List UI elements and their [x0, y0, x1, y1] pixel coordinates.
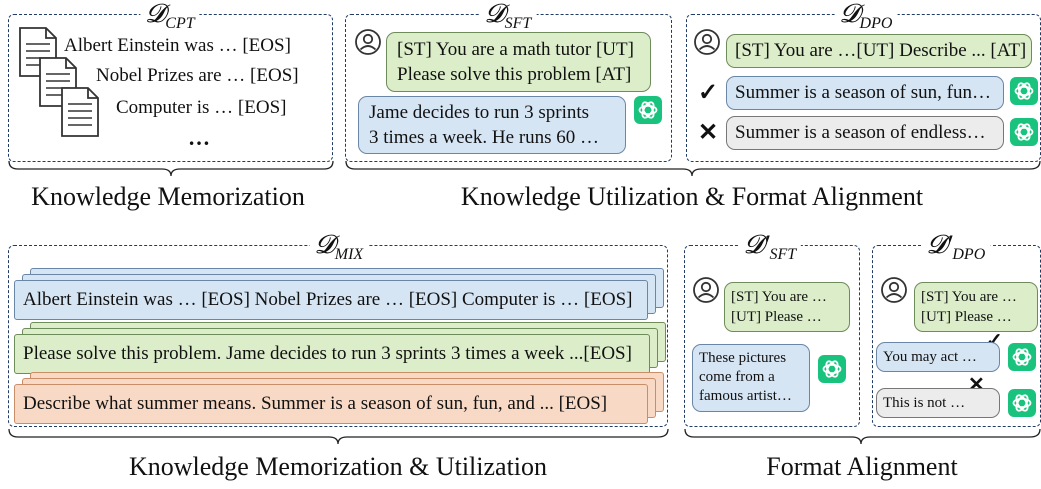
chatgpt-icon [1008, 343, 1036, 371]
sft-assistant-bubble: Jame decides to run 3 sprints 3 times a … [358, 96, 626, 154]
check-icon: ✓ [698, 80, 719, 106]
cpt-doc-1: Albert Einstein was … [EOS] [64, 35, 291, 56]
dpo-chosen-bubble: Summer is a season of sun, fun… [726, 76, 1004, 110]
document-icon [60, 86, 100, 138]
brace-mem-util [8, 428, 669, 445]
dpo-prime-user-bubble: [ST] You are … [UT] Please … [914, 282, 1038, 332]
panel-title-cpt: 𝓓CPT [140, 1, 200, 37]
caption-memorization: Knowledge Memorization [31, 182, 305, 211]
cross-icon: ✕ [698, 120, 719, 146]
brace-memorization [8, 160, 334, 177]
user-icon [692, 276, 720, 304]
dpo-rejected-bubble: Summer is a season of endless… [726, 116, 1004, 150]
caption-format: Format Alignment [766, 452, 958, 481]
user-icon [880, 276, 908, 304]
cpt-ellipsis: … [188, 125, 210, 150]
panel-title-mix: 𝓓MIX [309, 232, 369, 268]
cpt-doc-3: Computer is … [EOS] [116, 97, 287, 118]
dpo-prime-rejected-bubble: This is not … [876, 388, 1000, 418]
mix-row-dpo: Describe what summer means. Summer is a … [14, 384, 648, 424]
brace-format [684, 428, 1041, 445]
caption-mem-util: Knowledge Memorization & Utilization [128, 452, 548, 481]
user-icon [693, 28, 721, 56]
mix-row-sft: Please solve this problem. Jame decides … [14, 334, 650, 374]
sft-user-bubble: [ST] You are a math tutor [UT] Please so… [386, 32, 651, 92]
panel-title-sft-prime: 𝓓′SFT [738, 232, 802, 268]
panel-title-sft: 𝓓SFT [479, 1, 537, 37]
cpt-doc-2: Nobel Prizes are … [EOS] [96, 65, 299, 86]
chatgpt-icon [1008, 389, 1036, 417]
user-icon [354, 28, 382, 56]
panel-title-dpo-prime: 𝓓′DPO [921, 232, 991, 268]
panel-title-dpo: 𝓓DPO [834, 1, 898, 37]
chatgpt-icon [1010, 77, 1038, 105]
mix-row-knowledge: Albert Einstein was … [EOS] Nobel Prizes… [14, 280, 648, 320]
chatgpt-icon [818, 355, 846, 383]
dpo-user-bubble: [ST] You are …[UT] Describe ... [AT] [726, 34, 1032, 68]
brace-utilization [345, 160, 1041, 177]
dpo-prime-chosen-bubble: You may act … [876, 342, 1000, 372]
chatgpt-icon [634, 96, 662, 124]
sft-prime-assistant-bubble: These pictures come from a famous artist… [692, 344, 810, 412]
chatgpt-icon [1010, 118, 1038, 146]
sft-prime-user-bubble: [ST] You are … [UT] Please … [724, 282, 850, 332]
caption-utilization: Knowledge Utilization & Format Alignment [460, 182, 924, 211]
